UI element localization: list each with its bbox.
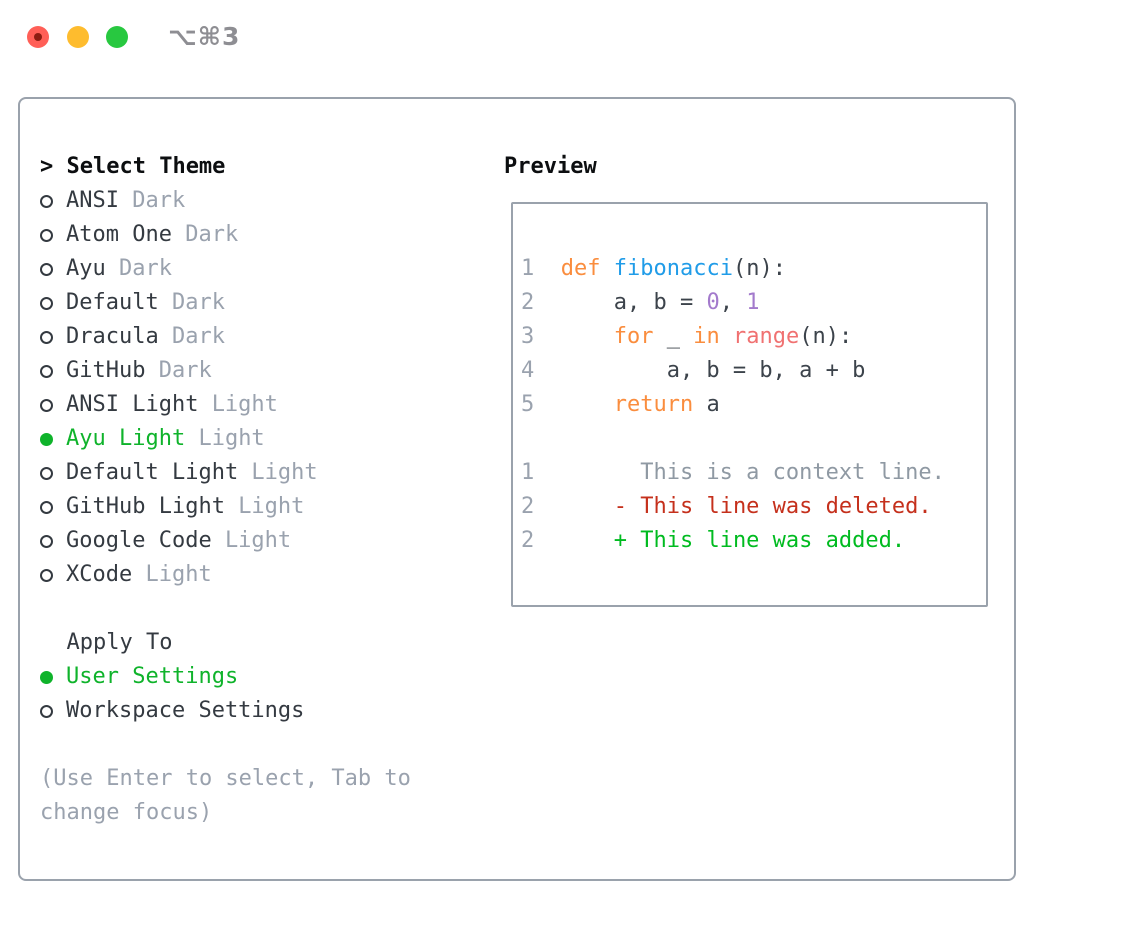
empty-circle-icon	[40, 228, 53, 242]
spacer	[40, 592, 411, 626]
apply-option-workspace-settings[interactable]: Workspace Settings	[40, 694, 411, 728]
filled-circle-icon	[40, 432, 53, 446]
blank-line	[521, 422, 978, 456]
keyword-token: in	[693, 324, 720, 349]
keyword-token: for	[613, 324, 654, 349]
diff-context-line: 1 This is a context line.	[521, 460, 945, 485]
theme-variant: Dark	[118, 256, 172, 281]
diff-added-line: 2 + This line was added.	[521, 528, 906, 553]
preview-pane: 1 def fibonacci(n): 2 a, b = 0, 1 3 for …	[511, 202, 988, 607]
theme-variant: Light	[251, 460, 318, 485]
empty-circle-icon	[40, 398, 53, 412]
zoom-button[interactable]	[106, 26, 128, 48]
empty-circle-icon	[40, 364, 53, 378]
window-titlebar: ⌥⌘3	[0, 0, 1140, 75]
number-token: 1	[746, 290, 760, 315]
theme-variant: Dark	[171, 324, 225, 349]
empty-circle-icon	[40, 194, 53, 208]
theme-variant: Light	[238, 494, 305, 519]
preview-title: Preview	[504, 154, 597, 179]
window-title: ⌥⌘3	[168, 22, 241, 51]
builtin-token: range	[732, 324, 800, 349]
prompt-icon: >	[40, 154, 54, 179]
theme-variant: Light	[145, 562, 212, 587]
keyword-token: return	[613, 392, 694, 417]
theme-list-header: > Select Theme	[40, 150, 411, 184]
function-token: fibonacci	[613, 256, 733, 281]
theme-variant: Light	[211, 392, 278, 417]
code-line: 3 for _ in range(n):	[521, 324, 853, 349]
theme-variant: Light	[198, 426, 265, 451]
number-token: 0	[706, 290, 720, 315]
diff-deleted-line: 2 - This line was deleted.	[521, 494, 932, 519]
theme-variant: Dark	[132, 188, 186, 213]
empty-circle-icon	[40, 704, 53, 718]
filled-circle-icon	[40, 670, 53, 684]
theme-variant: Dark	[171, 290, 225, 315]
theme-variant: Dark	[158, 358, 212, 383]
keyword-token: def	[560, 256, 614, 281]
theme-list-title: Select Theme	[66, 154, 226, 179]
apply-to-header: Apply To	[40, 626, 411, 660]
theme-variant: Dark	[185, 222, 239, 247]
empty-circle-icon	[40, 330, 53, 344]
hint-line-2: change focus)	[40, 800, 213, 825]
theme-variant: Light	[224, 528, 292, 553]
code-line: 5 return a	[521, 392, 720, 417]
empty-circle-icon	[40, 568, 53, 582]
minimize-button[interactable]	[67, 26, 89, 48]
empty-circle-icon	[40, 466, 53, 480]
edited-dot-icon	[34, 33, 42, 41]
code-line: 4 a, b = b, a + b	[521, 358, 866, 383]
apply-to-title: Apply To	[66, 630, 173, 655]
close-button[interactable]	[27, 26, 49, 48]
code-line: 1 def fibonacci(n):	[521, 256, 786, 281]
empty-circle-icon	[40, 262, 53, 276]
apply-option-user-settings[interactable]: User Settings	[40, 660, 411, 694]
code-line: 2 a, b = 0, 1	[521, 290, 760, 315]
empty-circle-icon	[40, 534, 53, 548]
empty-circle-icon	[40, 500, 53, 514]
spacer	[40, 728, 411, 762]
hint-line-1: (Use Enter to select, Tab to	[40, 766, 411, 791]
empty-circle-icon	[40, 296, 53, 310]
